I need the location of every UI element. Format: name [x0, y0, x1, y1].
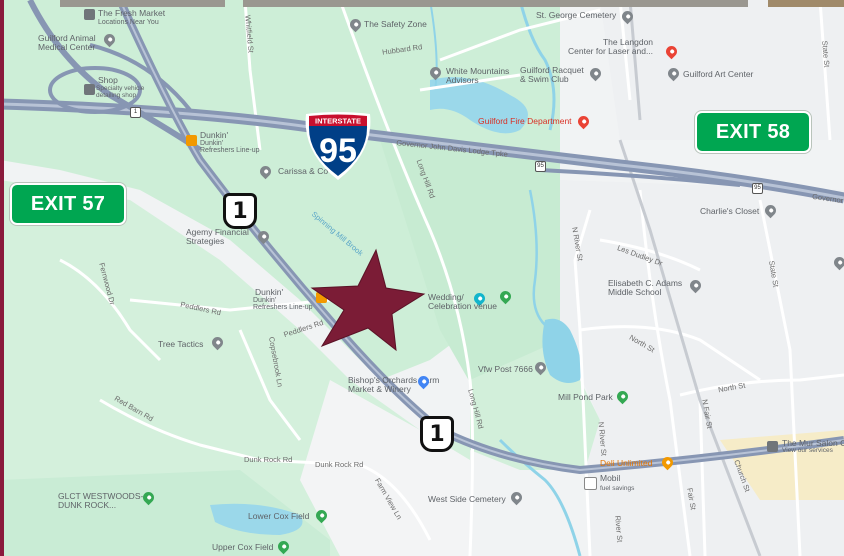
carissa-label[interactable]: Carissa & Co: [278, 166, 329, 176]
location-star-marker[interactable]: [310, 248, 428, 352]
fire-dept-label[interactable]: Guilford Fire Department: [478, 116, 572, 126]
mill-pond-label[interactable]: Mill Pond Park: [558, 392, 613, 402]
top-photo-strip-center: [243, 0, 748, 7]
bishops-label[interactable]: Bishop's Orchards Farm Market & Winery: [348, 375, 440, 394]
dunkin-mid-label[interactable]: Dunkin': [255, 287, 284, 297]
elisabeth-label[interactable]: Elisabeth C. Adams Middle School: [608, 278, 683, 297]
upper-cox-label[interactable]: Upper Cox Field: [212, 542, 274, 552]
mur-salon-icon[interactable]: [767, 441, 778, 452]
deli-label[interactable]: Deli Unlimited: [600, 458, 653, 468]
agemy-label[interactable]: Agemy Financial Strategies: [186, 227, 249, 246]
road-label-n-river-2: N River St: [596, 421, 609, 457]
road-label-river-st: River St: [613, 515, 625, 543]
small-route-shield: 1: [130, 107, 141, 118]
mobil-label[interactable]: Mobil: [600, 473, 621, 483]
us-route-1-shield-bottom: 1: [420, 416, 454, 452]
dunkin-top-label[interactable]: Dunkin': [200, 130, 229, 140]
fresh-market-sublabel: Locations Near You: [98, 19, 159, 26]
shop-label[interactable]: Shop: [98, 75, 118, 85]
racquet-label[interactable]: Guilford Racquet & Swim Club: [520, 65, 584, 84]
us-route-1-number: 1: [232, 198, 248, 224]
top-photo-strip-right: [768, 0, 844, 7]
dunkin-mid-sublabel: Dunkin' Refreshers Line-up: [253, 297, 313, 312]
shop-sublabel: Specialty vehicle detailing shop: [96, 85, 145, 99]
road-label-dunk-rock: Dunk Rock Rd: [244, 455, 293, 464]
animal-center-label[interactable]: Guilford Animal Medical Center: [38, 33, 96, 52]
fresh-market-label[interactable]: The Fresh Market: [98, 8, 166, 18]
exit-57-sign[interactable]: EXIT 57: [10, 183, 126, 225]
road-label-dunk-rock-2: Dunk Rock Rd: [315, 460, 364, 469]
interstate-top-text: INTERSTATE: [315, 117, 361, 126]
shop-icon[interactable]: [84, 84, 95, 95]
top-photo-strip-left: [60, 0, 225, 7]
road-label-state-st-2: State St: [820, 40, 832, 68]
star-icon: [310, 248, 426, 352]
wedding-label[interactable]: Wedding/ Celebration venue: [428, 292, 497, 311]
mur-salon-sublabel: View our services: [782, 447, 833, 454]
fresh-market-icon[interactable]: [84, 9, 95, 20]
charlies-label[interactable]: Charlie's Closet: [700, 206, 760, 216]
interstate-shield-icon: INTERSTATE 95: [305, 112, 371, 180]
us-route-1-number-2: 1: [429, 421, 445, 447]
art-center-label[interactable]: Guilford Art Center: [683, 69, 754, 79]
small-i95-shield: 95: [535, 161, 546, 172]
safety-zone-label[interactable]: The Safety Zone: [364, 19, 427, 29]
west-side-label[interactable]: West Side Cemetery: [428, 494, 506, 504]
exit-58-sign[interactable]: EXIT 58: [695, 111, 811, 153]
mobil-icon[interactable]: [584, 477, 597, 490]
mobil-sublabel: fuel savings: [600, 485, 635, 492]
white-mountains-label[interactable]: White Mountains Advisors: [446, 66, 510, 85]
lower-cox-label[interactable]: Lower Cox Field: [248, 511, 310, 521]
vfw-label[interactable]: Vfw Post 7666: [478, 364, 533, 374]
dunkin-top-sublabel: Dunkin' Refreshers Line-up: [200, 140, 260, 155]
glct-label[interactable]: GLCT WESTWOODS- DUNK ROCK...: [58, 491, 144, 510]
us-route-1-shield-top: 1: [223, 193, 257, 229]
left-border-bar: [0, 0, 4, 556]
dunkin-top-icon[interactable]: [186, 135, 197, 146]
mur-salon-label[interactable]: The Mur Salon C: [782, 438, 844, 448]
interstate-95-shield: INTERSTATE 95: [302, 110, 374, 182]
langdon-label[interactable]: The Langdon Center for Laser and...: [568, 37, 654, 56]
interstate-number: 95: [319, 132, 357, 170]
dunkin-mid-icon[interactable]: [316, 292, 327, 303]
tree-tactics-label[interactable]: Tree Tactics: [158, 339, 204, 349]
st-george-label[interactable]: St. George Cemetery: [536, 10, 617, 20]
small-i95-shield-right: 95: [752, 183, 763, 194]
